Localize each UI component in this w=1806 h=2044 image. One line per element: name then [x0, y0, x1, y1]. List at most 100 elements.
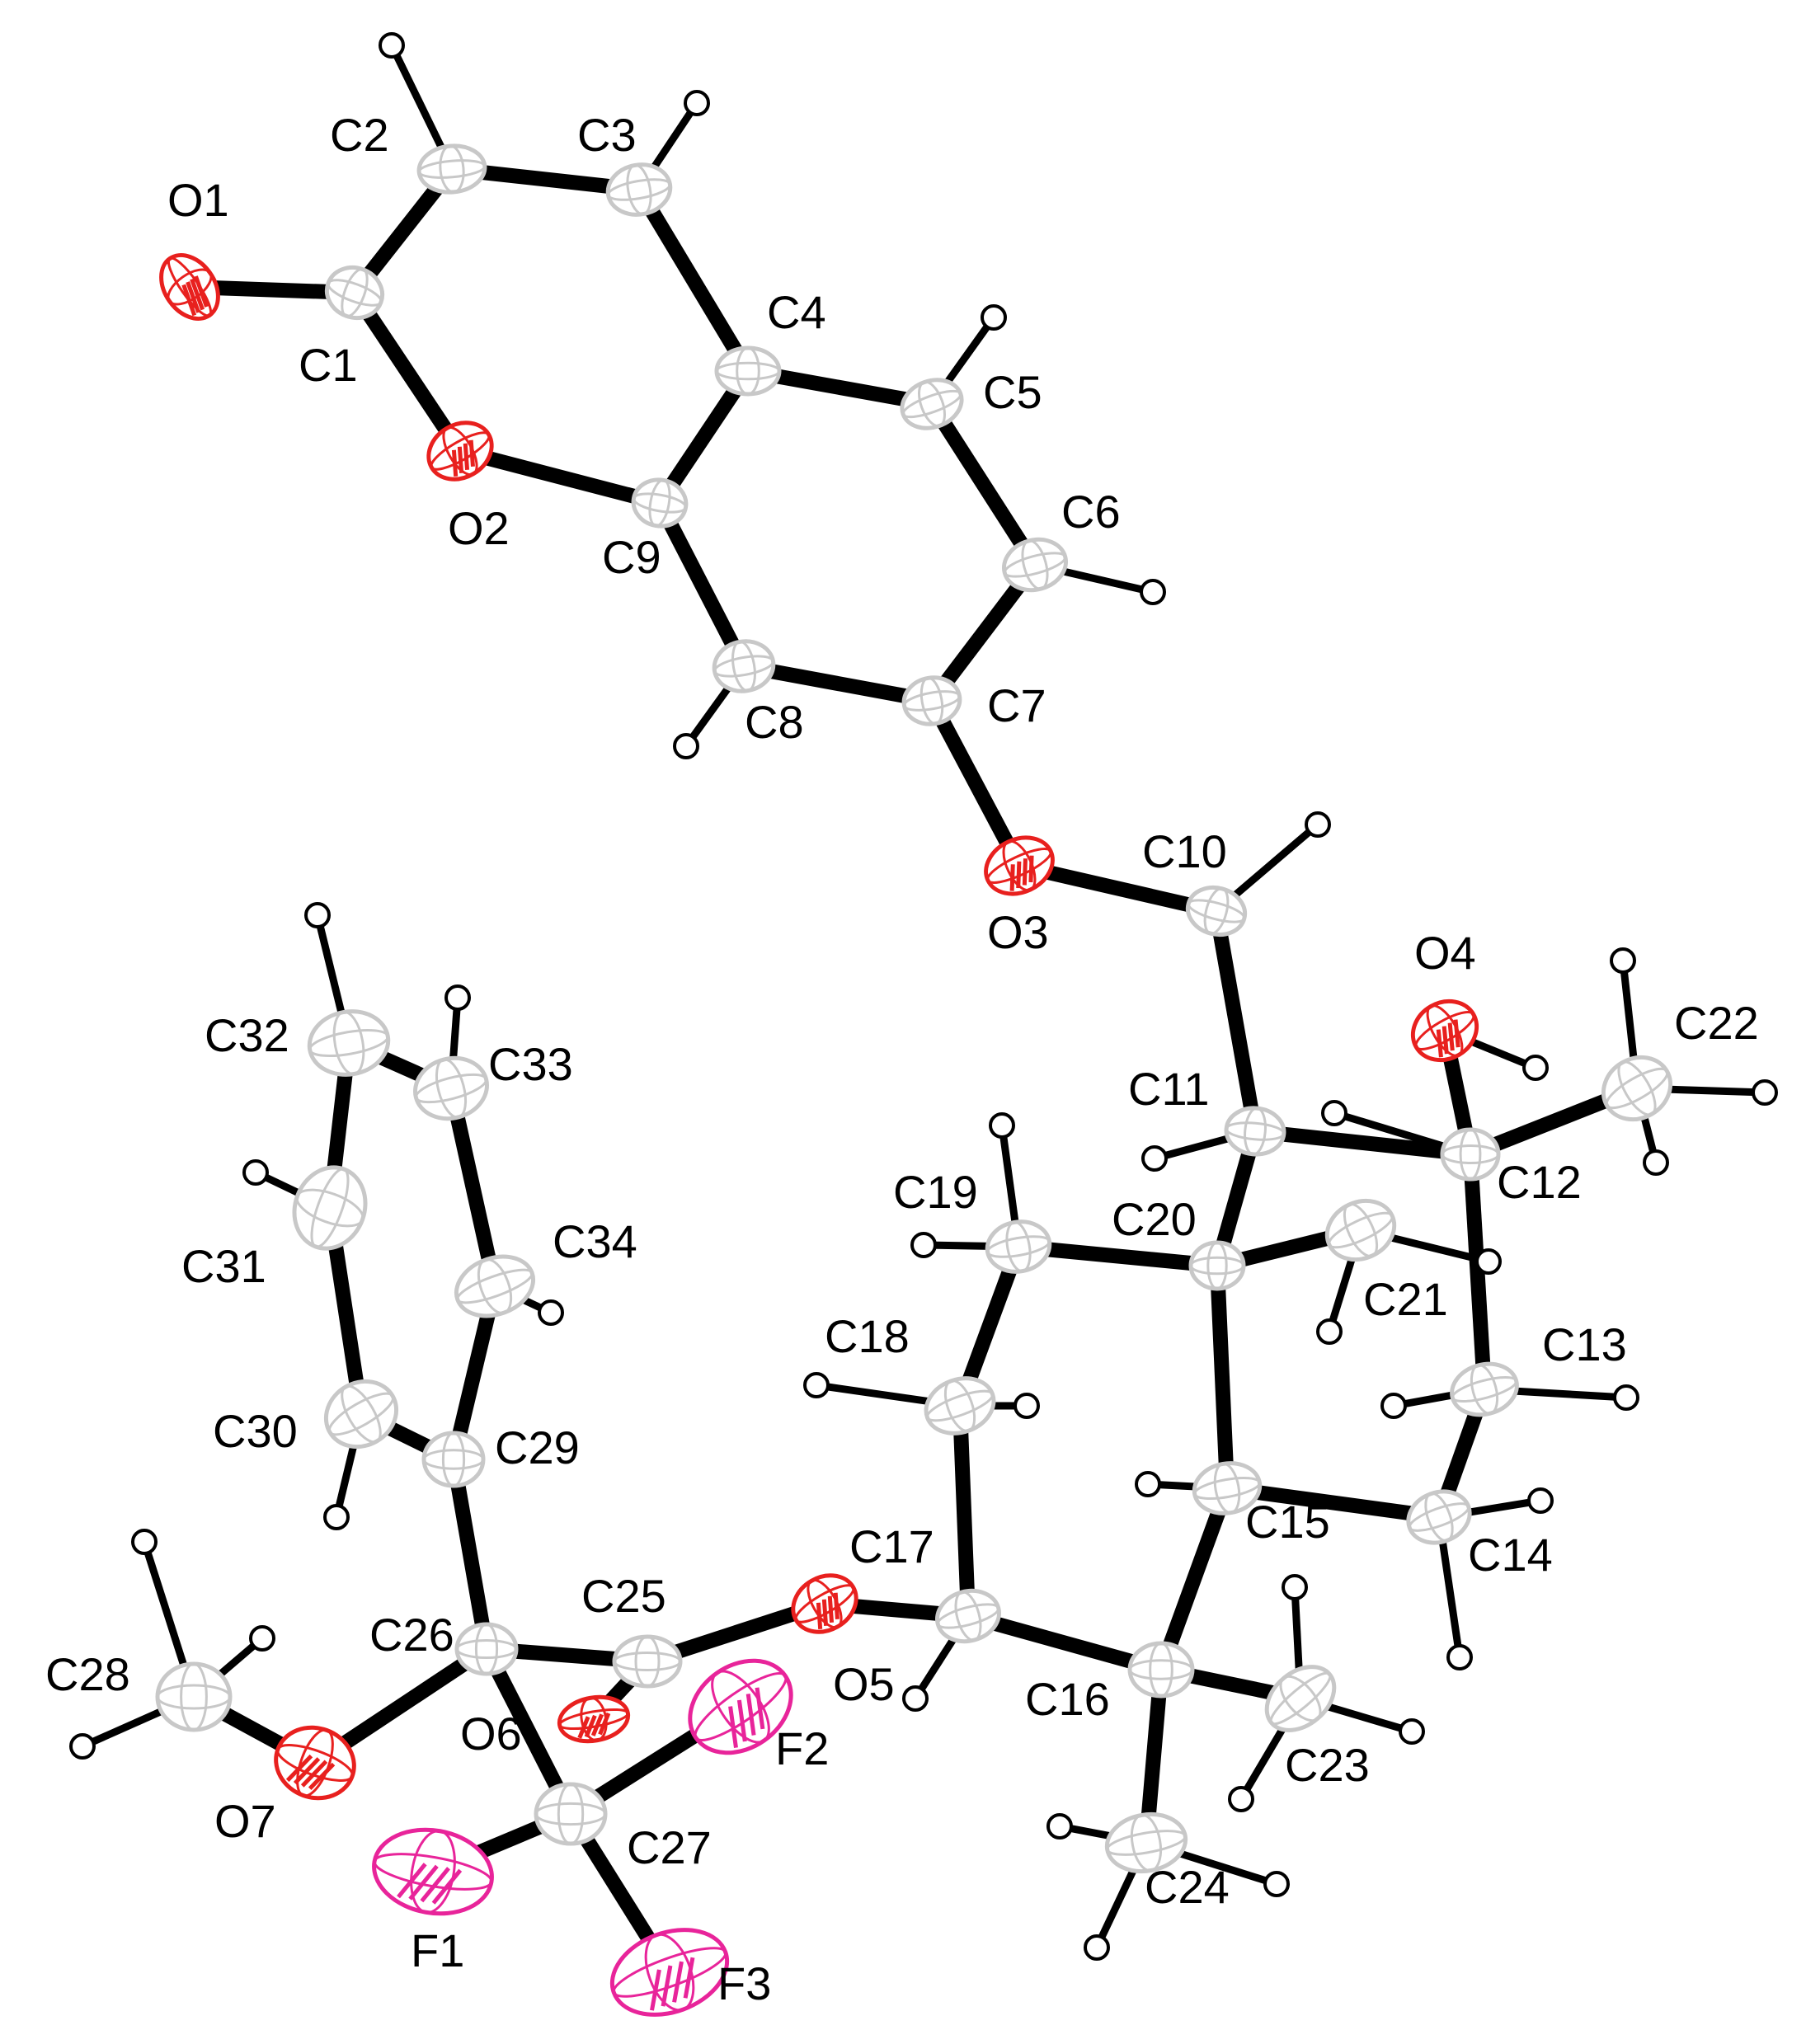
atom-C1 [324, 265, 385, 320]
atoms-layer [155, 143, 1673, 2017]
label-C18: C18 [825, 1310, 910, 1362]
label-O4: O4 [1414, 927, 1476, 979]
label-C25: C25 [581, 1570, 666, 1622]
atom-C27 [534, 1782, 608, 1846]
hydrogen-atom-on-C22 [1752, 1079, 1778, 1106]
hydrogen-atom-on-C28 [249, 1625, 275, 1652]
label-C19: C19 [893, 1166, 978, 1218]
atom-C30 [323, 1379, 399, 1450]
atom-C20 [1188, 1240, 1246, 1291]
hydrogen-atom-on-C23 [1228, 1786, 1254, 1812]
hydrogen-atom-on-C21 [1316, 1318, 1343, 1345]
bond-C12-C13 [1463, 1154, 1492, 1390]
atom-C18 [924, 1376, 996, 1435]
hydrogen-atom-on-C5 [981, 304, 1007, 331]
atom-C14 [1406, 1489, 1472, 1545]
atom-C3 [605, 162, 673, 217]
bond-O2-C1 [348, 289, 467, 455]
hydrogen-atom-on-C17 [902, 1685, 929, 1712]
label-C30: C30 [213, 1405, 298, 1457]
label-C31: C31 [181, 1240, 266, 1292]
label-O3: O3 [987, 906, 1049, 958]
hydrogen-atom-on-C33 [444, 984, 471, 1011]
atom-C21 [1324, 1198, 1397, 1262]
bond-C33-C34 [444, 1087, 502, 1288]
atom-O2 [426, 421, 494, 482]
label-C22: C22 [1674, 997, 1759, 1049]
bond-O3-C10 [1017, 858, 1219, 919]
atom-C34 [454, 1254, 536, 1318]
hydrogen-atom-on-C14 [1527, 1487, 1554, 1514]
label-O7: O7 [214, 1795, 276, 1847]
atom-C25 [612, 1634, 683, 1689]
hydrogen-atom-on-C13 [1380, 1393, 1407, 1419]
bond-C11-C12 [1254, 1124, 1471, 1162]
hydrogen-atom-on-C34 [538, 1299, 564, 1326]
atom-C11 [1224, 1106, 1286, 1157]
hydrogen-atom-on-C18 [1014, 1393, 1040, 1419]
bond-C20-C19 [1018, 1239, 1218, 1273]
atom-C22 [1601, 1055, 1673, 1122]
label-C6: C6 [1061, 486, 1121, 538]
atom-O3 [984, 835, 1055, 896]
atom-C17 [934, 1588, 1002, 1644]
hydrogen-atom-on-C18 [803, 1372, 830, 1398]
label-C26: C26 [369, 1609, 454, 1661]
label-C27: C27 [627, 1821, 712, 1873]
hydrogen-atom-on-C19 [910, 1232, 937, 1258]
label-C34: C34 [553, 1215, 637, 1267]
label-C12: C12 [1497, 1156, 1582, 1208]
atom-C26 [454, 1622, 519, 1676]
label-C29: C29 [495, 1421, 580, 1473]
label-C20: C20 [1112, 1193, 1197, 1245]
label-C28: C28 [45, 1648, 130, 1700]
hydrogen-atom-on-C32 [304, 902, 331, 928]
atom-C4 [714, 345, 782, 397]
hydrogen-atom-on-C28 [131, 1529, 158, 1555]
bond-C7-O3 [925, 697, 1026, 870]
label-C4: C4 [767, 286, 826, 338]
hydrogen-atom-on-C11 [1141, 1145, 1168, 1172]
hydrogen-atom-on-C14 [1446, 1644, 1473, 1670]
hydrogen-atom-on-C2 [379, 32, 405, 59]
atom-C23 [1264, 1665, 1337, 1732]
hydrogen-atom-on-C21 [1475, 1248, 1502, 1275]
hydrogen-atom-on-C15 [1135, 1471, 1161, 1497]
atom-C7 [901, 675, 962, 726]
bond-C17-C16 [966, 1609, 1164, 1677]
atom-C31 [292, 1165, 368, 1251]
hydrogen-atom-on-C10 [1305, 811, 1331, 838]
atom-O1 [159, 253, 220, 321]
atom-O7 [274, 1725, 356, 1801]
label-C33: C33 [488, 1038, 573, 1090]
hydrogen-atom-on-C19 [989, 1112, 1015, 1139]
hydrogen-bonds-layer [81, 44, 1766, 1949]
hydrogen-atom-on-C24 [1084, 1934, 1110, 1961]
label-C1: C1 [299, 339, 358, 391]
atom-F2 [688, 1658, 793, 1755]
label-C14: C14 [1468, 1529, 1553, 1581]
label-F1: F1 [411, 1924, 464, 1976]
bond-C15-C20 [1210, 1265, 1235, 1489]
label-O5: O5 [833, 1658, 895, 1710]
bond-C9-O2 [458, 444, 662, 510]
hydrogen-atom-on-C24 [1046, 1813, 1073, 1840]
label-F2: F2 [775, 1722, 829, 1774]
atom-C16 [1127, 1641, 1195, 1699]
labels-layer: O1 C1 C2 C3 C4 C5 C6 C7 C8 C9 O2 O3 C10 … [45, 109, 1759, 2009]
hydrogen-atom-on-C8 [673, 733, 699, 759]
hydrogen-atom-on-C30 [323, 1504, 350, 1530]
label-O1: O1 [167, 174, 229, 226]
label-C11: C11 [1128, 1063, 1210, 1115]
label-C23: C23 [1285, 1739, 1370, 1791]
bond-C10-C11 [1209, 909, 1263, 1133]
atom-C9 [631, 477, 689, 529]
label-C7: C7 [987, 679, 1046, 731]
label-C3: C3 [577, 109, 637, 161]
atom-C8 [712, 639, 776, 693]
atom-F1 [372, 1827, 494, 1916]
hydrogen-atom-on-C23 [1282, 1574, 1308, 1600]
bond-C14-C15 [1225, 1481, 1441, 1525]
atom-C19 [985, 1219, 1052, 1274]
